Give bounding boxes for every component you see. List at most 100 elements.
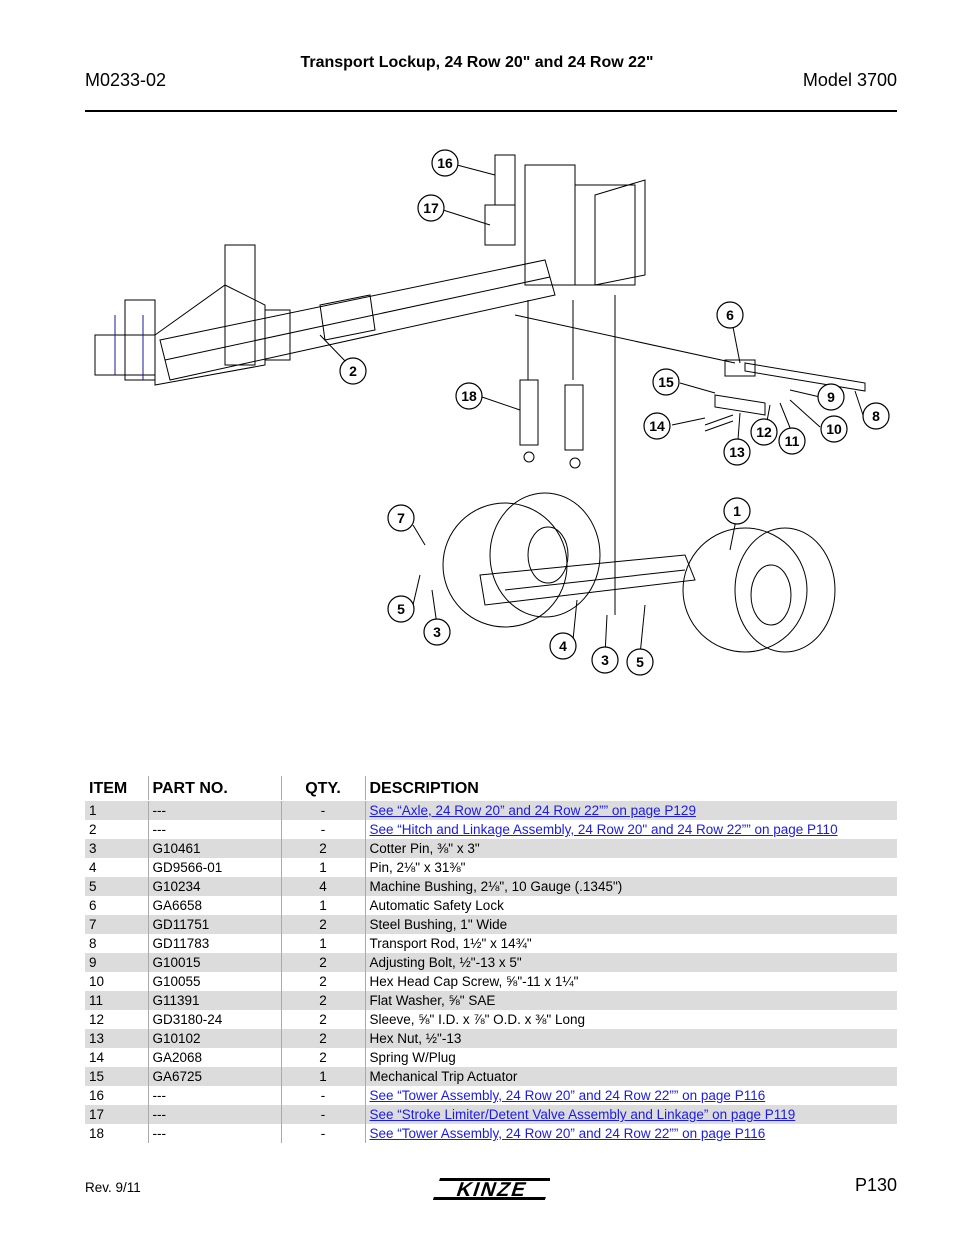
header-rule [85, 110, 897, 112]
header-qty: QTY. [280, 776, 365, 801]
cell-description: See “Tower Assembly, 24 Row 20” and 24 R… [364, 1086, 897, 1105]
callout-14: 14 [643, 412, 671, 440]
cell-item: 3 [85, 839, 148, 858]
svg-text:1: 1 [733, 503, 741, 519]
description-link[interactable]: See “Tower Assembly, 24 Row 20” and 24 R… [369, 1126, 766, 1141]
model-label: Model 3700 [802, 70, 897, 90]
cell-item: 6 [89, 898, 97, 913]
cell-qty: 2 [280, 1010, 365, 1029]
svg-text:12: 12 [756, 424, 772, 440]
callout-17: 17 [417, 194, 445, 222]
cell-description: Mechanical Trip Actuator [364, 1067, 897, 1086]
svg-text:6: 6 [726, 307, 734, 323]
cell-part-no: GA6658 [147, 896, 281, 915]
leader-lines [319, 164, 864, 656]
cell-qty: 2 [280, 953, 365, 972]
description-link[interactable]: See “Hitch and Linkage Assembly, 24 Row … [369, 822, 838, 837]
cell-description: Sleeve, ⅝" I.D. x ⅞" O.D. x ⅜" Long [364, 1010, 897, 1029]
cell-item: 15 [85, 1067, 148, 1086]
cell-qty: - [280, 1105, 365, 1124]
header-item: ITEM [85, 776, 148, 801]
cell-description: See “Axle, 24 Row 20” and 24 Row 22”” on… [364, 800, 897, 820]
cell-part-no: G10015 [147, 953, 281, 972]
cell-description: Steel Bushing, 1" Wide [364, 915, 897, 934]
cell-item: 16 [89, 1088, 105, 1103]
revision-label: Rev. 9/11 [85, 1180, 141, 1195]
svg-text:KINZE: KINZE [454, 1178, 531, 1200]
cell-part-no: --- [147, 820, 281, 839]
callout-11: 11 [778, 427, 806, 455]
cell-description: Pin, 2⅛" x 31⅜" [364, 858, 897, 877]
parts-table-body: 1----See “Axle, 24 Row 20” and 24 Row 22… [85, 800, 897, 1143]
cell-item: 4 [89, 860, 97, 875]
table-row: 18----See “Tower Assembly, 24 Row 20” an… [85, 1124, 897, 1143]
axle-assembly [442, 295, 836, 653]
svg-text:17: 17 [423, 200, 439, 216]
document-number: M0233-02 [85, 70, 167, 90]
callout-3-right: 3 [591, 646, 619, 674]
cell-qty: 2 [280, 991, 365, 1010]
cell-part-no: --- [147, 800, 281, 820]
cell-description: Hex Nut, ½"-13 [364, 1029, 897, 1048]
callout-16: 16 [431, 149, 459, 177]
svg-text:3: 3 [433, 624, 441, 640]
cell-qty: 2 [280, 915, 365, 934]
cell-description: Flat Washer, ⅝" SAE [364, 991, 897, 1010]
table-row: 16----See “Tower Assembly, 24 Row 20” an… [85, 1086, 897, 1105]
description-link[interactable]: See “Tower Assembly, 24 Row 20” and 24 R… [369, 1088, 766, 1103]
cell-qty: 1 [280, 1067, 365, 1086]
description-link[interactable]: See “Stroke Limiter/Detent Valve Assembl… [369, 1107, 796, 1122]
svg-text:9: 9 [827, 389, 835, 405]
cell-part-no: G11391 [147, 991, 281, 1010]
cell-part-no: GD11783 [147, 934, 281, 953]
svg-text:5: 5 [397, 601, 405, 617]
cell-part-no: --- [147, 1124, 281, 1143]
cell-item: 9 [85, 953, 148, 972]
callout-9: 9 [817, 383, 845, 411]
cell-description: Spring W/Plug [364, 1048, 897, 1067]
cell-qty: 2 [280, 1029, 365, 1048]
cell-item: 1 [85, 800, 148, 820]
cell-qty: - [280, 800, 365, 820]
hitch-assembly [94, 244, 291, 386]
cell-part-no: G10461 [147, 839, 281, 858]
svg-text:15: 15 [658, 374, 674, 390]
cell-description: See “Tower Assembly, 24 Row 20” and 24 R… [364, 1124, 897, 1143]
parts-diagram: 16 17 2 6 15 9 8 10 11 12 13 14 18 7 1 5… [94, 149, 890, 676]
svg-text:14: 14 [649, 418, 665, 434]
svg-text:5: 5 [636, 654, 644, 670]
cell-item: 17 [85, 1105, 148, 1124]
cell-item: 11 [85, 991, 148, 1010]
cell-qty: 1 [280, 858, 365, 877]
svg-text:2: 2 [349, 363, 357, 379]
callout-6: 6 [716, 301, 744, 329]
svg-text:4: 4 [559, 638, 567, 654]
table-row: 1----See “Axle, 24 Row 20” and 24 Row 22… [85, 800, 897, 820]
cell-qty: 1 [280, 896, 365, 915]
cell-description: Machine Bushing, 2⅛", 10 Gauge (.1345") [364, 877, 897, 896]
cell-description: Adjusting Bolt, ½"-13 x 5" [364, 953, 897, 972]
main-beam [159, 259, 556, 381]
cell-item: 12 [89, 1012, 105, 1027]
cell-qty: 4 [280, 877, 365, 896]
callout-5-right: 5 [626, 648, 654, 676]
svg-text:16: 16 [437, 155, 453, 171]
callout-13: 13 [723, 438, 751, 466]
callout-18: 18 [455, 382, 483, 410]
cell-part-no: G10055 [147, 972, 281, 991]
callout-1: 1 [723, 497, 751, 525]
description-link[interactable]: See “Axle, 24 Row 20” and 24 Row 22”” on… [369, 803, 696, 818]
header-part-no: PART NO. [147, 776, 281, 801]
cell-part-no: GD11751 [147, 915, 281, 934]
cell-item: 5 [85, 877, 148, 896]
